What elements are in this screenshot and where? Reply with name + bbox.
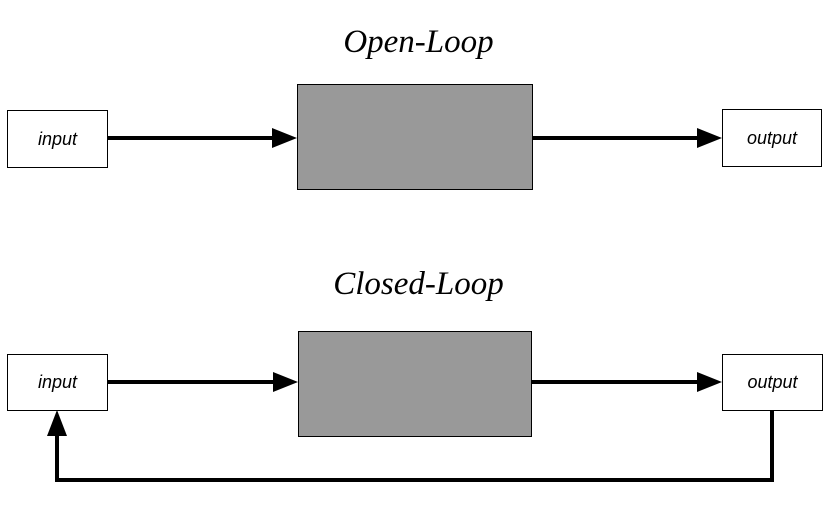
open-loop-input-box: input bbox=[7, 110, 108, 168]
feedback-line-bottom-horizontal bbox=[55, 478, 774, 482]
feedback-arrowhead-up-icon bbox=[47, 410, 67, 436]
open-loop-input-label: input bbox=[37, 128, 78, 149]
open-loop-output-arrow-line bbox=[533, 136, 697, 140]
closed-loop-input-arrowhead-icon bbox=[273, 372, 298, 392]
feedback-line-left-vertical bbox=[55, 434, 59, 482]
feedback-line-right-vertical bbox=[770, 410, 774, 482]
closed-loop-input-box: input bbox=[7, 354, 108, 411]
closed-loop-input-label: input bbox=[37, 372, 78, 392]
open-loop-output-arrowhead-icon bbox=[697, 128, 722, 148]
open-loop-title: Open-Loop bbox=[343, 24, 494, 60]
closed-loop-output-arrowhead-icon bbox=[697, 372, 722, 392]
closed-loop-input-arrow-line bbox=[108, 380, 273, 384]
open-loop-output-box: output bbox=[722, 109, 822, 167]
open-loop-process-box bbox=[297, 84, 533, 190]
open-loop-output-label: output bbox=[746, 127, 798, 148]
closed-loop-output-arrow-line bbox=[532, 380, 697, 384]
open-loop-input-arrow-line bbox=[108, 136, 272, 140]
closed-loop-title: Closed-Loop bbox=[333, 266, 504, 302]
closed-loop-output-label: output bbox=[747, 372, 798, 392]
closed-loop-output-box: output bbox=[722, 354, 823, 411]
closed-loop-process-box bbox=[298, 331, 532, 437]
open-loop-input-arrowhead-icon bbox=[272, 128, 297, 148]
